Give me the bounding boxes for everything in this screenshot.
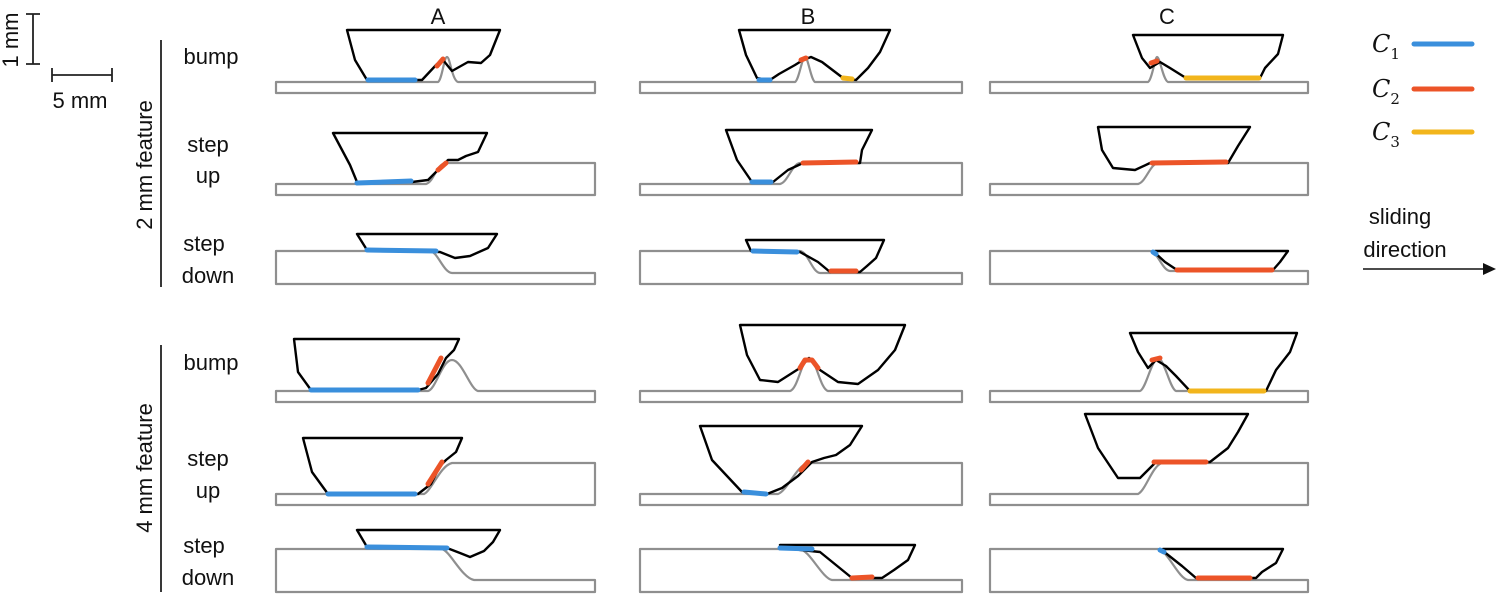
- row-label-2mm-stepdown-2: down: [182, 263, 235, 288]
- panel-4mm-stepdown-a: [274, 528, 597, 594]
- direction-arrow-icon: [1363, 263, 1496, 275]
- legend: C1 C2 C3: [1372, 30, 1475, 151]
- panel-4mm-bump-c: [988, 331, 1310, 404]
- column-header-b: B: [801, 4, 816, 29]
- scale-bar-vertical-label: 1 mm: [0, 13, 23, 68]
- panel-4mm-stepdown-c: [988, 547, 1310, 594]
- group-label-4mm: 4 mm feature: [132, 403, 157, 533]
- legend-item-c2: C2: [1372, 75, 1475, 108]
- legend-item-c1: C1: [1372, 30, 1475, 63]
- row-label-4mm-stepup-1: step: [187, 446, 229, 471]
- panel-2mm-stepup-b: [638, 128, 964, 197]
- column-header-a: A: [431, 4, 446, 29]
- scale-bar-vertical: 1 mm: [0, 13, 40, 68]
- panel-4mm-stepup-c: [988, 412, 1310, 507]
- row-label-2mm-stepdown-1: step: [183, 231, 225, 256]
- panel-2mm-stepdown-b: [638, 238, 964, 286]
- legend-item-c3: C3: [1372, 118, 1475, 151]
- panel-2mm-stepdown-c: [988, 249, 1310, 286]
- row-label-2mm-stepup-1: step: [187, 132, 229, 157]
- direction-label-2: direction: [1363, 237, 1446, 262]
- panel-2mm-stepup-c: [988, 125, 1310, 197]
- column-header-c: C: [1159, 4, 1175, 29]
- panel-2mm-bump-b: [638, 28, 964, 95]
- svg-text:C2: C2: [1372, 75, 1400, 108]
- row-label-4mm-stepup-2: up: [196, 478, 220, 503]
- panel-2mm-bump-c: [988, 33, 1310, 95]
- row-label-4mm-stepdown-2: down: [182, 565, 235, 590]
- panel-2mm-bump-a: [274, 28, 597, 95]
- row-label-2mm-bump: bump: [183, 44, 238, 69]
- row-label-4mm-stepdown-1: step: [183, 533, 225, 558]
- row-label-2mm-stepup-2: up: [196, 163, 220, 188]
- panel-4mm-stepdown-b: [638, 543, 964, 594]
- scale-bar-horizontal-label: 5 mm: [53, 88, 108, 113]
- panel-4mm-bump-b: [638, 323, 964, 404]
- panel-2mm-stepup-a: [274, 131, 597, 197]
- svg-text:C1: C1: [1372, 30, 1400, 63]
- group-label-2mm: 2 mm feature: [132, 100, 157, 230]
- svg-text:C3: C3: [1372, 118, 1400, 151]
- scale-bar-horizontal: 5 mm: [51, 68, 113, 113]
- row-label-4mm-bump: bump: [183, 350, 238, 375]
- panel-4mm-stepup-b: [638, 424, 964, 507]
- panel-4mm-bump-a: [274, 337, 597, 404]
- direction-label-1: sliding: [1369, 204, 1431, 229]
- panel-4mm-stepup-a: [274, 436, 597, 507]
- panel-2mm-stepdown-a: [274, 232, 597, 286]
